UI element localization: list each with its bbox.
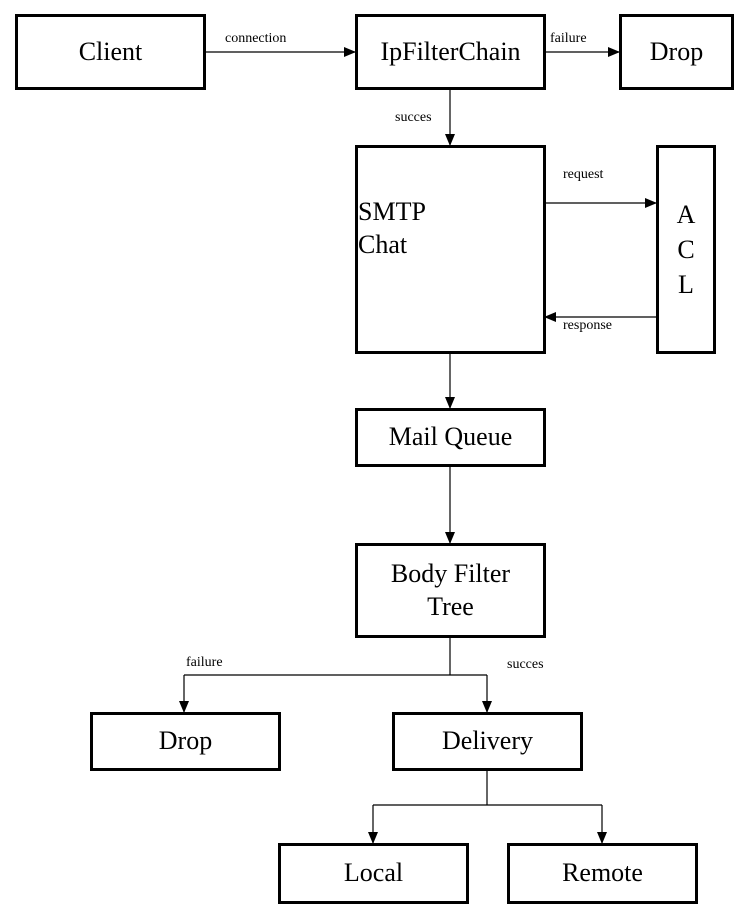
smtp-label-line1: SMTP <box>358 197 426 226</box>
mail-queue-label: Mail Queue <box>388 422 513 452</box>
remote-label: Remote <box>562 858 643 888</box>
smtp-label-line2: Chat <box>358 229 408 259</box>
body-filter-label-line2: Tree <box>427 591 474 621</box>
smtp-chat-node: SMTP Chat <box>355 145 546 354</box>
ipfilterchain-label: IpFilterChain <box>380 36 521 66</box>
edge-label-failure-bottom: failure <box>186 655 223 670</box>
drop-bottom-node: Drop <box>90 712 281 771</box>
drop-bottom-label: Drop <box>158 726 213 756</box>
edge-label-connection: connection <box>225 31 287 46</box>
acl-letter-c: C <box>677 234 695 264</box>
local-node: Local <box>278 843 469 904</box>
acl-letter-a: A <box>676 199 696 229</box>
drop-top-label: Drop <box>649 36 704 66</box>
edge-label-response: response <box>563 318 612 333</box>
edge-label-succes-bottom: succes <box>507 657 544 672</box>
drop-top-node: Drop <box>619 14 734 90</box>
acl-letter-l: L <box>678 270 694 300</box>
client-label: Client <box>78 36 143 66</box>
edge-label-request: request <box>563 167 604 182</box>
acl-node: A C L <box>656 145 716 354</box>
edge-label-failure-top: failure <box>550 31 587 46</box>
client-node: Client <box>15 14 206 90</box>
local-label: Local <box>343 858 404 888</box>
mail-queue-node: Mail Queue <box>355 408 546 467</box>
body-filter-tree-node: Body Filter Tree <box>355 543 546 638</box>
delivery-label: Delivery <box>442 726 533 756</box>
remote-node: Remote <box>507 843 698 904</box>
body-filter-label-line1: Body Filter <box>390 559 511 588</box>
edge-label-succes-top: succes <box>395 110 432 125</box>
delivery-node: Delivery <box>392 712 583 771</box>
ipfilterchain-node: IpFilterChain <box>355 14 546 90</box>
